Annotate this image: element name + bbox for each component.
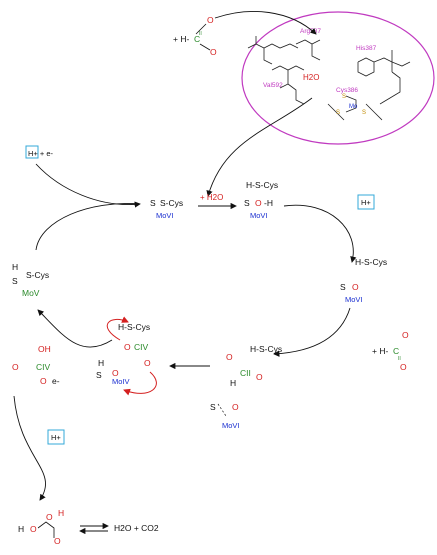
int4-o-right: O [256,372,263,382]
proton-box-lower [47,429,65,445]
int5-h: H [98,358,104,368]
int2-h-s-cys: H-S-Cys [246,180,278,190]
int3-mo: MoVI [345,295,363,304]
int4-c-ii: CII [240,368,251,378]
int5-o-top: O [124,342,131,352]
int4-o-bottom: O [232,402,239,412]
int4-h-s-cys: H-S-Cys [250,344,282,354]
int3-s: S [340,282,346,292]
formate-c-ii-ox: II [199,31,202,37]
int3-h-s-cys: H-S-Cys [355,257,387,267]
active-site-s3: S [362,110,366,116]
formate-bond-1 [195,23,207,35]
int4-s: S [210,402,216,412]
int6-s: S [12,276,18,286]
int4-dashed-bond [217,403,227,417]
int5-o-right: O [144,358,151,368]
int1-s-label: S [150,198,156,208]
int3-o: O [352,282,359,292]
int5-red-arrow-1 [106,316,129,341]
proton-right-label: H+ [361,198,371,207]
formate-o1: O [207,15,214,25]
bicarb-o-bottom: O [40,376,47,386]
int2-h: -H [264,198,273,208]
bicarb-c-iv: CIV [36,362,51,372]
proton-lower-label: H+ [51,433,61,442]
int5-red-arrow-2 [123,371,157,396]
bicarb-o-left: O [12,362,19,372]
active-site-mo: Mo [349,104,358,110]
residue-water: H2O [303,73,319,82]
int5-to-int6-arrow [37,309,113,348]
int4-o-top: O [226,352,233,362]
to-carbonic-acid-arrow [13,395,46,501]
formate-plus-label: + H- [173,34,189,44]
residue-his387: His387 [356,45,377,52]
active-site-to-cycle-arrow [206,97,313,197]
proton-box-right [357,194,375,210]
int2-o: O [255,198,262,208]
int6-mo: MoV [22,288,40,298]
carbonic-h: H [18,524,24,534]
formate2-c: C [393,346,399,356]
formate2-o2: O [400,362,407,372]
carbonic-o2: O [46,512,53,522]
formate2-c-ox: II [398,356,401,362]
formate2-o1: O [402,330,409,340]
residue-val592: Val592 [263,82,283,89]
int6-s-cys: S-Cys [26,270,49,280]
int5-mo: MoIV [112,377,130,386]
formate-o2: O [210,47,217,57]
active-site-s2: S [336,110,340,116]
formate-c-ii: C [194,34,200,44]
int2-to-int3-arrow [283,204,357,263]
int2-s: S [244,198,250,208]
int5-h-s-cys: H-S-Cys [118,322,150,332]
bicarb-oh: OH [38,344,51,354]
bicarb-e-minus: e- [52,376,60,386]
carbonic-bonds [37,521,55,538]
int4-mo: MoVI [222,421,240,430]
products-label: H2O + CO2 [114,523,159,533]
active-site-ellipse [241,11,435,145]
int1-mo: MoVI [156,211,174,220]
int5-o-mid: O [112,368,119,378]
plus-h2o-label: + H2O [200,193,223,202]
proton-box [25,145,39,159]
formate-bond-2 [199,43,211,51]
int4-h: H [230,378,236,388]
int1-s-cys: S-Cys [160,198,183,208]
carbonic-o3: O [54,536,61,546]
carbonic-h2: H [58,508,64,518]
int2-mo: MoVI [250,211,268,220]
formate-entry-arrow [214,10,317,35]
int6-h: H [12,262,18,272]
proton-electron-label: H+ + e- [28,149,54,158]
active-site-s1: S [342,94,346,100]
residue-cys386: Cys386 [336,87,358,94]
int5-s: S [96,370,102,380]
int3-to-int4-arrow [273,307,351,357]
formate2-plus-label: + H- [372,346,388,356]
int5-c-iv: CIV [134,342,149,352]
cycle-left-arc [35,203,141,251]
proton-electron-arrow [35,163,141,208]
carbonic-o1: O [30,524,37,534]
active-site-structure [247,36,411,121]
